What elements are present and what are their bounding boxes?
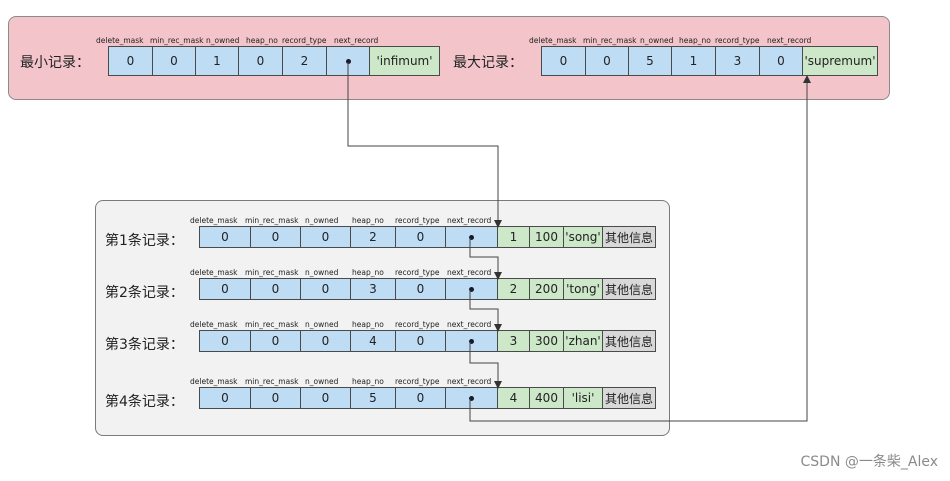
record-type-cell: 0 [395, 330, 446, 352]
infimum-min-rec-mask-cell: 0 [152, 46, 196, 76]
record-label: 第2条记录： [105, 285, 184, 301]
column-2-cell: 100 [529, 226, 564, 248]
column-2-cell: 200 [529, 278, 564, 300]
field-header-record-type: record_type [715, 36, 760, 45]
field-header-n-owned: n_owned [206, 36, 240, 45]
infimum-name-cell: 'infimum' [369, 46, 440, 76]
supremum-heap-no-cell: 1 [671, 46, 716, 76]
heap-no-cell: 2 [350, 226, 396, 248]
other-info-cell: 其他信息 [602, 278, 656, 300]
other-info-cell: 其他信息 [602, 226, 656, 248]
supremum-delete-mask-cell: 0 [541, 46, 586, 76]
field-header-heap-no: heap_no [352, 377, 384, 386]
arrow-record-3-to-record-4 [469, 342, 502, 389]
field-header-min-rec-mask: min_rec_mask [245, 268, 299, 277]
arrow-record-2-to-record-3 [469, 290, 502, 332]
column-1-cell: 3 [497, 330, 530, 352]
field-header-n-owned: n_owned [305, 320, 339, 329]
infimum-heap-no-cell: 0 [238, 46, 283, 76]
column-3-cell: 'zhan' [563, 330, 603, 352]
field-header-min-rec-mask: min_rec_mask [583, 36, 637, 45]
field-header-n-owned: n_owned [640, 36, 674, 45]
heap-no-cell: 5 [350, 387, 396, 409]
arrow-record-4-to-supremum [469, 75, 811, 422]
column-1-cell: 1 [497, 226, 530, 248]
infimum-n-owned-cell: 1 [195, 46, 239, 76]
field-header-record-type: record_type [395, 216, 440, 225]
column-1-cell: 2 [497, 278, 530, 300]
field-header-delete-mask: delete_mask [190, 268, 238, 277]
field-header-heap-no: heap_no [352, 320, 384, 329]
pointer-dot-icon [345, 58, 351, 64]
infimum-record-type-cell: 2 [282, 46, 327, 76]
field-header-record-type: record_type [282, 36, 327, 45]
arrow-record-1-to-record-2 [469, 238, 502, 280]
field-header-delete-mask: delete_mask [190, 320, 238, 329]
field-header-min-rec-mask: min_rec_mask [245, 320, 299, 329]
infimum-delete-mask-cell: 0 [108, 46, 153, 76]
supremum-n-owned-cell: 5 [628, 46, 672, 76]
record-label: 第4条记录： [105, 394, 184, 410]
field-header-heap-no: heap_no [679, 36, 711, 45]
field-header-delete-mask: delete_mask [96, 36, 144, 45]
record-label: 第1条记录： [105, 233, 184, 249]
next-record-cell [445, 330, 498, 352]
infimum-label: 最小记录： [20, 55, 90, 71]
supremum-record-type-cell: 3 [715, 46, 760, 76]
field-header-next-record: next_record [334, 36, 379, 45]
supremum-name-cell: 'supremum' [802, 46, 878, 76]
n-owned-cell: 0 [300, 387, 351, 409]
field-header-delete-mask: delete_mask [529, 36, 577, 45]
field-header-heap-no: heap_no [352, 216, 384, 225]
min-rec-mask-cell: 0 [250, 387, 301, 409]
field-header-n-owned: n_owned [305, 216, 339, 225]
field-header-next-record: next_record [447, 216, 492, 225]
min-rec-mask-cell: 0 [250, 278, 301, 300]
field-header-heap-no: heap_no [246, 36, 278, 45]
column-3-cell: 'song' [563, 226, 603, 248]
field-header-record-type: record_type [395, 268, 440, 277]
pointer-dot-icon [469, 234, 474, 240]
field-header-next-record: next_record [767, 36, 812, 45]
field-header-min-rec-mask: min_rec_mask [150, 36, 204, 45]
supremum-label: 最大记录： [453, 55, 523, 71]
column-3-cell: 'tong' [563, 278, 603, 300]
next-record-cell [445, 278, 498, 300]
pointer-dot-icon [469, 286, 474, 292]
field-header-n-owned: n_owned [305, 268, 339, 277]
field-header-record-type: record_type [395, 377, 440, 386]
field-header-next-record: next_record [447, 377, 492, 386]
other-info-cell: 其他信息 [602, 387, 656, 409]
column-2-cell: 400 [529, 387, 564, 409]
pointer-dot-icon [469, 338, 474, 344]
delete-mask-cell: 0 [199, 387, 251, 409]
field-header-delete-mask: delete_mask [190, 377, 238, 386]
field-header-heap-no: heap_no [352, 268, 384, 277]
record-label: 第3条记录： [105, 337, 184, 353]
n-owned-cell: 0 [300, 330, 351, 352]
field-header-next-record: next_record [447, 268, 492, 277]
field-header-next-record: next_record [447, 320, 492, 329]
field-header-n-owned: n_owned [305, 377, 339, 386]
field-header-delete-mask: delete_mask [190, 216, 238, 225]
arrow-infimum-to-record-1 [347, 62, 502, 228]
pointer-dot-icon [469, 395, 474, 401]
watermark: CSDN @一条柴_Alex [800, 454, 938, 470]
other-info-cell: 其他信息 [602, 330, 656, 352]
field-header-record-type: record_type [395, 320, 440, 329]
delete-mask-cell: 0 [199, 330, 251, 352]
record-type-cell: 0 [395, 278, 446, 300]
field-header-min-rec-mask: min_rec_mask [245, 377, 299, 386]
field-header-min-rec-mask: min_rec_mask [245, 216, 299, 225]
